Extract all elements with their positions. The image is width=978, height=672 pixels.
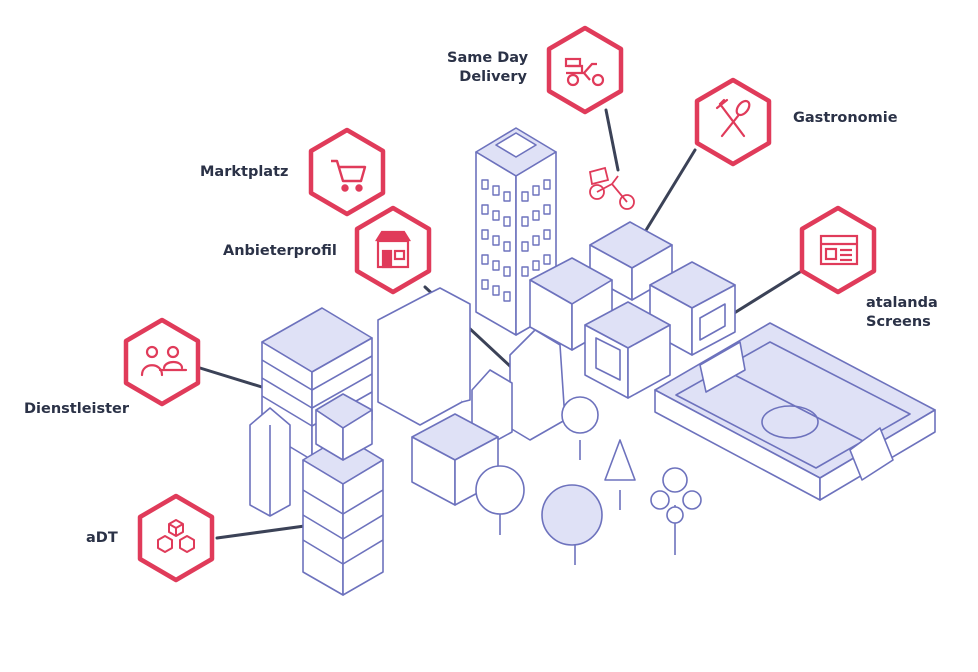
label-line: Screens: [866, 314, 931, 330]
label-line: Delivery: [459, 69, 527, 85]
gable-houses: [377, 287, 566, 506]
hex-adt[interactable]: [140, 496, 212, 580]
hex-anbieterprofil[interactable]: [357, 208, 429, 292]
football-field: [654, 322, 936, 501]
label-same-day-delivery: Same Day Delivery: [447, 49, 529, 87]
label-adt: aDT: [86, 530, 118, 546]
front-block: [302, 393, 384, 596]
trees: [475, 396, 702, 565]
label-anbieterprofil: Anbieterprofil: [223, 243, 337, 259]
hex-atalanda[interactable]: [802, 208, 874, 292]
label-dienstleister: Dienstleister: [24, 401, 130, 417]
label-atalanda-screens: atalanda Screens: [866, 294, 938, 332]
scooter-icon: [564, 57, 605, 87]
storefront-icon: [375, 230, 411, 269]
label-line: atalanda: [866, 295, 938, 311]
label-line: Same Day: [447, 50, 529, 66]
boxes-icon: [157, 519, 195, 553]
label-gastronomie: Gastronomie: [793, 110, 898, 126]
hex-marktplatz[interactable]: [311, 130, 383, 214]
hex-dienstleister[interactable]: [126, 320, 198, 404]
cargo-bike-icon: [588, 166, 635, 210]
city-buildings: [249, 127, 936, 596]
shopping-cart-icon: [331, 159, 367, 192]
label-marktplatz: Marktplatz: [200, 164, 289, 180]
hex-gastronomie[interactable]: [697, 80, 769, 164]
shop-cluster: [529, 221, 736, 399]
hex-same-day[interactable]: [549, 28, 621, 112]
people-icon: [140, 345, 188, 377]
slim-tower: [249, 407, 291, 517]
fork-spoon-icon: [715, 98, 751, 138]
screen-layout-icon: [819, 234, 859, 266]
